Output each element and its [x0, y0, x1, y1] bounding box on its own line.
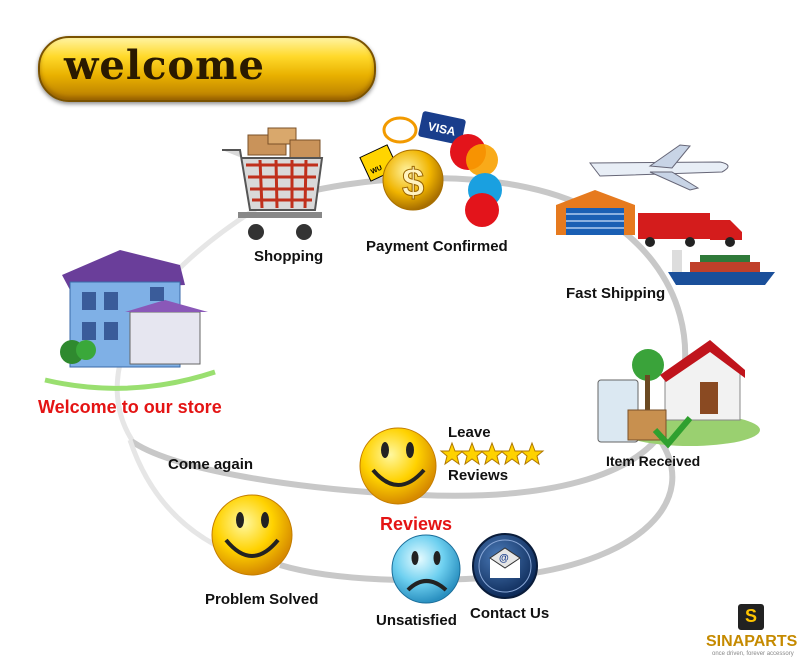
delivered-house-icon [597, 340, 760, 449]
visa-label: VISA [427, 119, 458, 139]
step-unsatisfied-label: Unsatisfied [376, 612, 457, 629]
step-received-label: Item Received [606, 453, 701, 469]
step-come-again-label: Come again [168, 456, 254, 473]
five-star-rating [439, 441, 545, 466]
logo-tagline: once driven, forever accessory [712, 651, 794, 657]
step-payment-label: Payment Confirmed [366, 238, 508, 255]
unsatisfied-face-icon [391, 534, 461, 604]
welcome-banner: welcome [38, 36, 376, 102]
airplane-icon [588, 144, 729, 191]
step-reviews-small-label: Reviews [448, 467, 509, 484]
star-icon [439, 441, 465, 466]
star-icon [459, 441, 485, 466]
western-union-label: WU [370, 165, 384, 176]
step-welcome-store-label: Welcome to our store [38, 397, 222, 417]
star-icon [499, 441, 525, 466]
step-contact-label: Contact Us [470, 605, 550, 622]
logo-name: SINAPARTS [706, 633, 798, 650]
warehouse-icon [556, 190, 635, 235]
truck-icon [638, 213, 742, 247]
step-problem-solved-label: Problem Solved [205, 591, 319, 608]
payment-icons: WU VISA $ [359, 111, 502, 227]
shopping-cart-icon [222, 127, 324, 240]
at-symbol: @ [499, 553, 509, 564]
step-reviews-label: Reviews [380, 514, 453, 534]
cargo-ship-icon [668, 250, 775, 285]
star-icon [479, 441, 505, 466]
banner-title: welcome [64, 42, 265, 89]
step-shopping-label: Shopping [254, 248, 324, 265]
reviews-smiley-icon [359, 427, 437, 505]
sinaparts-logo-icon [738, 604, 764, 630]
star-icon [519, 441, 545, 466]
logo-mark: S [745, 606, 758, 626]
step-leave-label: Leave [448, 424, 491, 441]
dollar-sign: $ [402, 161, 424, 205]
step-shipping-label: Fast Shipping [566, 285, 666, 302]
store-house-icon [44, 250, 216, 391]
contact-mail-icon: @ [472, 533, 538, 599]
problem-solved-smiley-icon [211, 494, 293, 576]
